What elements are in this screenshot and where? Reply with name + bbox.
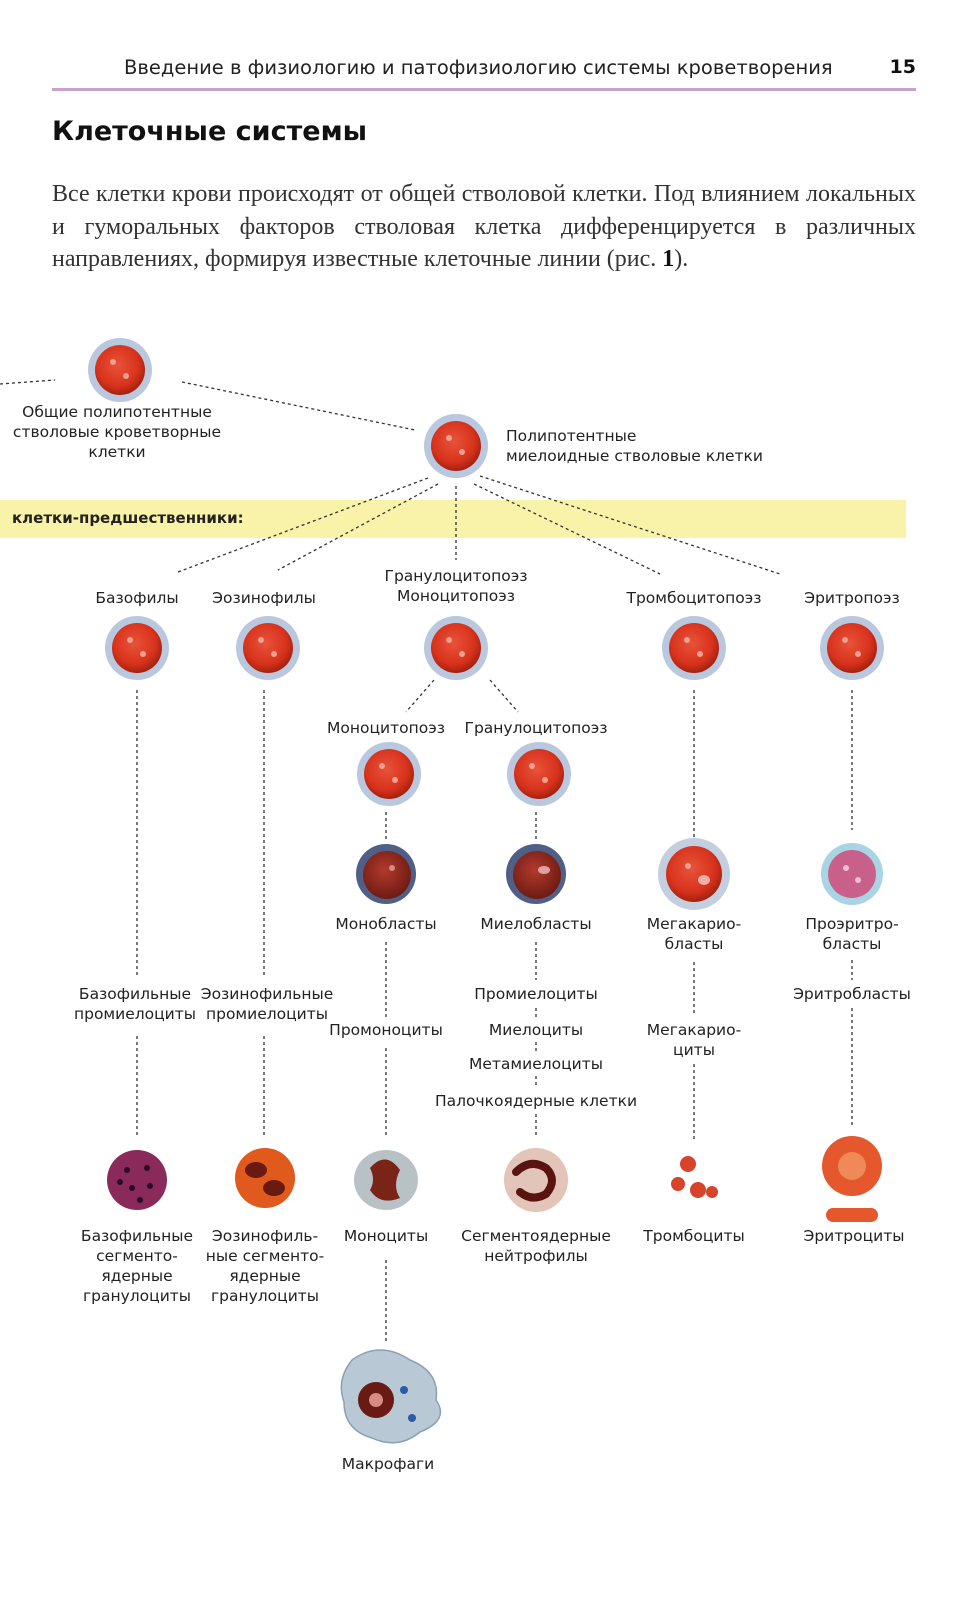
paragraph-end: ). [674,246,689,272]
proerythroblast-cell [821,843,883,905]
stem-cell-myeloid [424,414,488,478]
label-proerythroblasts: Проэритро-бласты [805,915,899,953]
label-metamyelocytes: Метамиелоциты [468,1055,604,1073]
label-erythroblasts: Эритробласты [793,985,911,1003]
stem-cell-common [88,338,152,402]
neutrophil-cell [504,1148,568,1212]
eosinophil-granulocyte-cell [235,1148,295,1208]
section-title: Клеточные системы [52,116,368,147]
label-monocytes: Моноциты [343,1227,429,1245]
label-megakaryocytes: Мегакарио-циты [646,1021,742,1059]
label-thrombopoiesis: Тромбоцитопоэз [626,589,762,607]
connector-lines [0,379,853,1344]
monoblast-cell [356,844,416,904]
precursor-cell-granulocytopoiesis [507,742,571,806]
label-myeloblasts: Миелобласты [480,915,592,933]
label-monoblasts: Монобласты [335,915,437,933]
platelet-cells [671,1156,718,1198]
figure-reference: 1 [662,246,675,272]
precursor-cell-thrombopoiesis [662,616,726,680]
paragraph-text: Все клетки крови происходят от общей ств… [52,181,916,272]
label-eosinophils: Эозинофилы [212,589,316,607]
precursor-band: клетки-предшественники: [0,500,906,538]
precursor-band-label: клетки-предшественники: [12,509,244,527]
macrophage-cell [340,1349,442,1444]
precursor-cell-granulo-mono [424,616,488,680]
label-megakaryoblasts: Мегакарио-бласты [646,915,742,953]
megakaryoblast-cell [658,838,730,910]
label-monocytopoiesis: Моноцитопоэз [327,719,445,737]
precursor-cell-eosinophil [236,616,300,680]
label-erythropoiesis: Эритропоэз [804,589,900,607]
label-promonocytes: Промоноциты [329,1021,443,1039]
page-number: 15 [889,56,916,78]
label-band-cells: Палочкоядерные клетки [434,1092,638,1110]
intro-paragraph: Все клетки крови происходят от общей ств… [52,178,916,276]
running-title: Введение в физиологию и патофизиологию с… [124,56,833,79]
monocyte-cell [354,1150,418,1210]
label-promyelocytes: Промиелоциты [474,985,598,1003]
erythrocyte-cells [822,1136,882,1222]
label-myelocytes: Миелоциты [488,1021,584,1039]
label-basophils: Базофилы [95,589,179,607]
myeloblast-cell [506,844,566,904]
precursor-cell-erythropoiesis [820,616,884,680]
basophil-granulocyte-cell [107,1150,167,1210]
label-granulocytopoiesis: Гранулоцитопоэз [464,719,608,737]
label-platelets: Тромбоциты [643,1227,745,1245]
label-macrophages: Макрофаги [341,1455,435,1473]
label-erythrocytes: Эритроциты [803,1227,905,1245]
header-rule [52,88,916,91]
precursor-cell-monocytopoiesis [357,742,421,806]
precursor-cell-basophil [105,616,169,680]
running-header: Введение в физиологию и патофизиологию с… [52,54,916,91]
